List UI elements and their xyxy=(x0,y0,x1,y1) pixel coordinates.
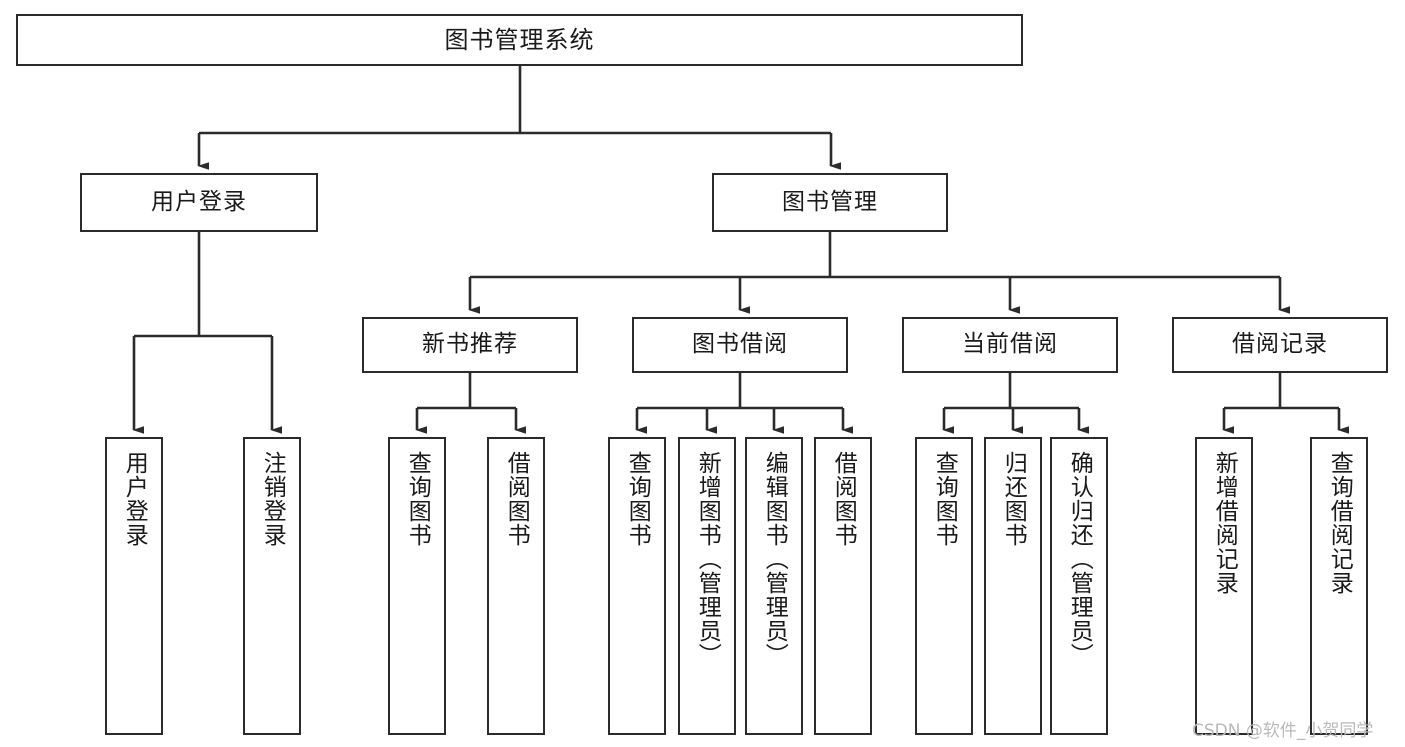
node-label: 查询借阅记录 xyxy=(1326,451,1353,595)
node-label: 当前借阅 xyxy=(962,331,1058,358)
leaf-add-borrow-record[interactable]: 新增借阅记录 xyxy=(1195,437,1253,735)
leaf-return-book[interactable]: 归还图书 xyxy=(984,437,1042,735)
node-root-system[interactable]: 图书管理系统 xyxy=(16,14,1023,66)
node-label: 查询图书 xyxy=(931,451,958,547)
node-label: 借阅图书 xyxy=(830,451,857,547)
node-label: 归还图书 xyxy=(1000,451,1027,547)
node-label: 图书管理系统 xyxy=(444,25,595,54)
node-current-borrow[interactable]: 当前借阅 xyxy=(902,317,1118,373)
node-label: 图书管理 xyxy=(782,188,878,215)
node-label: 查询图书 xyxy=(404,451,431,547)
csdn-watermark: CSDN @软件_小贺同学 xyxy=(1192,721,1374,741)
leaf-confirm-return-admin[interactable]: 确认归还（管理员） xyxy=(1050,437,1108,735)
node-book-management[interactable]: 图书管理 xyxy=(712,173,948,232)
node-label: 查询图书 xyxy=(624,451,651,547)
node-label: 用户登录 xyxy=(151,188,247,215)
leaf-borrow-book-recommend[interactable]: 借阅图书 xyxy=(487,437,545,735)
node-label: 注销登录 xyxy=(259,451,286,547)
node-label: 图书借阅 xyxy=(692,331,788,358)
node-label: 用户登录 xyxy=(121,451,148,547)
node-new-book-recommend[interactable]: 新书推荐 xyxy=(362,317,578,373)
node-label: 新增图书（管理员） xyxy=(694,451,721,667)
node-borrow-record[interactable]: 借阅记录 xyxy=(1172,317,1388,373)
node-book-borrow[interactable]: 图书借阅 xyxy=(632,317,848,373)
leaf-edit-book-admin[interactable]: 编辑图书（管理员） xyxy=(745,437,803,735)
node-label: 借阅记录 xyxy=(1232,331,1328,358)
leaf-query-borrow-record[interactable]: 查询借阅记录 xyxy=(1310,437,1368,735)
node-label: 借阅图书 xyxy=(503,451,530,547)
leaf-query-book-recommend[interactable]: 查询图书 xyxy=(388,437,446,735)
node-label: 编辑图书（管理员） xyxy=(761,451,788,667)
leaf-user-login[interactable]: 用户登录 xyxy=(105,437,163,735)
node-label: 新增借阅记录 xyxy=(1211,451,1238,595)
node-label: 确认归还（管理员） xyxy=(1066,451,1093,667)
leaf-query-book-current[interactable]: 查询图书 xyxy=(915,437,973,735)
leaf-borrow-book[interactable]: 借阅图书 xyxy=(814,437,872,735)
leaf-query-book-borrow[interactable]: 查询图书 xyxy=(608,437,666,735)
node-label: 新书推荐 xyxy=(422,331,518,358)
leaf-logout[interactable]: 注销登录 xyxy=(243,437,301,735)
node-user-login[interactable]: 用户登录 xyxy=(80,173,318,232)
leaf-add-book-admin[interactable]: 新增图书（管理员） xyxy=(678,437,736,735)
